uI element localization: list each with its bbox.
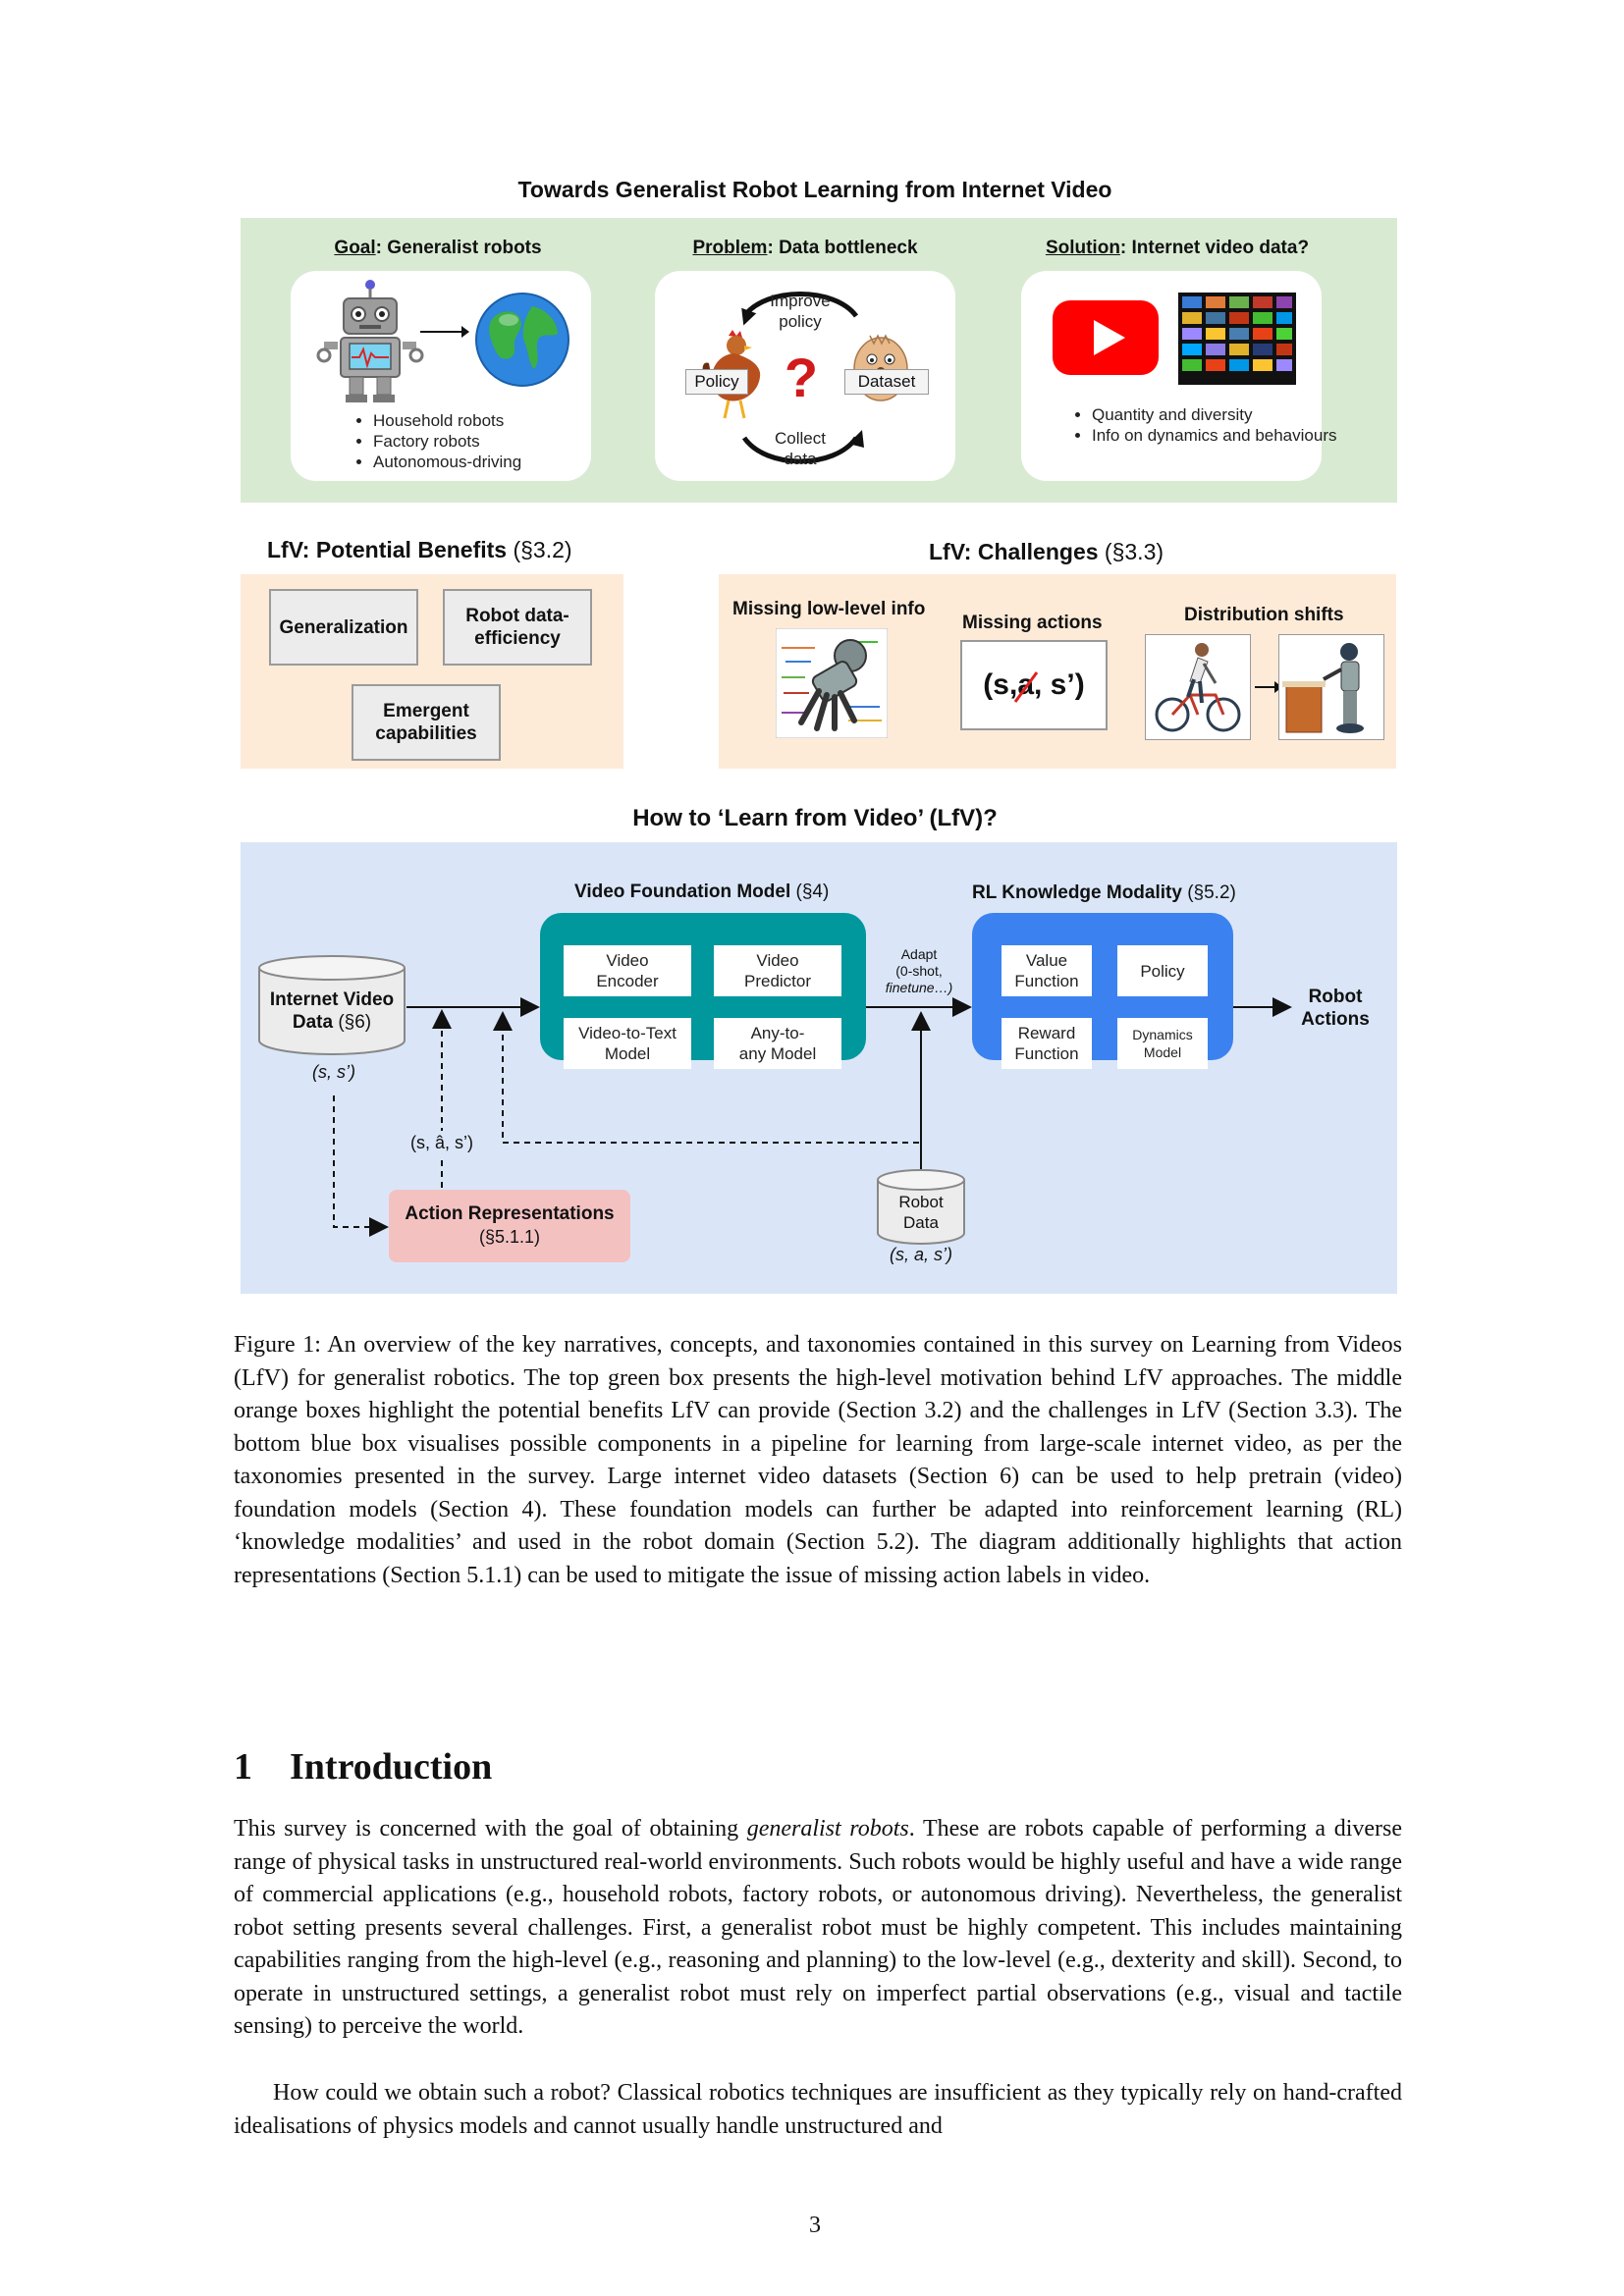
rl-value-function: Value Function <box>1001 945 1092 996</box>
solution-heading: Solution: Internet video data? <box>1045 238 1310 258</box>
missing-action-tuple: (s, a, s’) <box>960 640 1108 730</box>
action-representations-box <box>389 1190 630 1262</box>
rl-reward-function: Reward Function <box>1001 1018 1092 1069</box>
globe-icon <box>475 293 569 387</box>
missing-low-level-label: Missing low-level info <box>732 599 926 619</box>
goal-bullet: Household robots <box>373 410 609 431</box>
benefit-data-efficiency: Robot data-efficiency <box>443 589 592 666</box>
section-heading: 1 Introduction <box>234 1745 492 1789</box>
internet-tuple: (s, s’) <box>312 1062 355 1082</box>
robot-hand-icon <box>776 628 888 738</box>
cycle-arrows-icon <box>741 292 864 464</box>
goal-bullets: Household robots Factory robots Autonomo… <box>336 410 609 472</box>
page-number: 3 <box>809 2213 821 2238</box>
rl-dynamics-model: Dynamics Model <box>1117 1018 1208 1069</box>
challenges-title: LfV: Challenges (§3.3) <box>929 539 1164 564</box>
action-repr-section: (§5.1.1) <box>478 1227 541 1247</box>
distribution-shifts-label: Distribution shifts <box>1184 605 1344 625</box>
action-repr-label: Action Representations <box>405 1203 615 1224</box>
improve-policy-label: Improve policy <box>770 292 831 331</box>
kitchen-robot-icon <box>1278 634 1384 740</box>
goal-bullet: Autonomous-driving <box>373 452 609 472</box>
robot-tuple: (s, a, s’) <box>889 1245 952 1264</box>
dataset-tag: Dataset <box>844 369 929 395</box>
vfm-any-to-any: Any-to-any Model <box>714 1018 841 1069</box>
benefit-emergent: Emergent capabilities <box>352 684 501 761</box>
policy-tag: Policy <box>685 369 748 395</box>
robot-data-cylinder-icon <box>877 1169 965 1245</box>
video-wall-icon <box>1178 293 1296 385</box>
action-tuple: (s, â, s’) <box>406 1131 478 1155</box>
vfm-video-to-text: Video-to-Text Model <box>564 1018 691 1069</box>
pipeline-arrows <box>333 997 1292 1237</box>
solution-bullets: Quantity and diversity Info on dynamics … <box>1055 404 1337 446</box>
youtube-icon <box>1053 300 1159 375</box>
rl-title: RL Knowledge Modality (§5.2) <box>972 882 1236 903</box>
robot-actions-label: Robot Actions <box>1301 987 1370 1030</box>
figure-main-title: Towards Generalist Robot Learning from I… <box>517 177 1112 202</box>
section-number: 1 <box>234 1746 252 1788</box>
goal-bullet: Factory robots <box>373 431 609 452</box>
vfm-title: Video Foundation Model (§4) <box>574 881 830 902</box>
benefit-generalization: Generalization <box>269 589 418 666</box>
arrow-right-icon <box>420 326 469 338</box>
how-title: How to ‘Learn from Video’ (LfV)? <box>632 805 998 831</box>
rl-policy: Policy <box>1117 945 1208 996</box>
question-mark: ? <box>784 347 819 408</box>
vfm-video-encoder: Video Encoder <box>564 945 691 996</box>
adapt-label-2: (0-shot, <box>895 963 943 979</box>
vfm-video-predictor: Video Predictor <box>714 945 841 996</box>
missing-actions-label: Missing actions <box>962 613 1103 633</box>
intro-paragraph-1: This survey is concerned with the goal o… <box>234 1816 1402 2039</box>
benefits-title: LfV: Potential Benefits (§3.2) <box>267 537 572 562</box>
adapt-label: Adapt <box>900 946 938 962</box>
robot-data-label: Robot Data <box>898 1193 944 1232</box>
internet-data-label: Internet Video <box>269 989 395 1010</box>
solution-bullet: Info on dynamics and behaviours <box>1092 425 1337 446</box>
intro-paragraph-2: How could we obtain such a robot? Classi… <box>234 2080 1402 2139</box>
solution-bullet: Quantity and diversity <box>1092 404 1337 425</box>
figure-caption: Figure 1: An overview of the key narrati… <box>234 1332 1402 1588</box>
problem-heading: Problem: Data bottleneck <box>692 238 918 258</box>
adapt-label-3: finetune…) <box>885 980 953 995</box>
cyclist-icon <box>1145 634 1251 740</box>
section-title: Introduction <box>290 1746 493 1788</box>
internet-data-label-2: Data (§6) <box>292 1012 372 1033</box>
internet-video-cylinder-icon <box>258 955 406 1055</box>
goal-heading: Goal: Generalist robots <box>334 238 542 258</box>
collect-data-label: Collect data <box>775 429 826 468</box>
robot-icon <box>316 280 424 402</box>
